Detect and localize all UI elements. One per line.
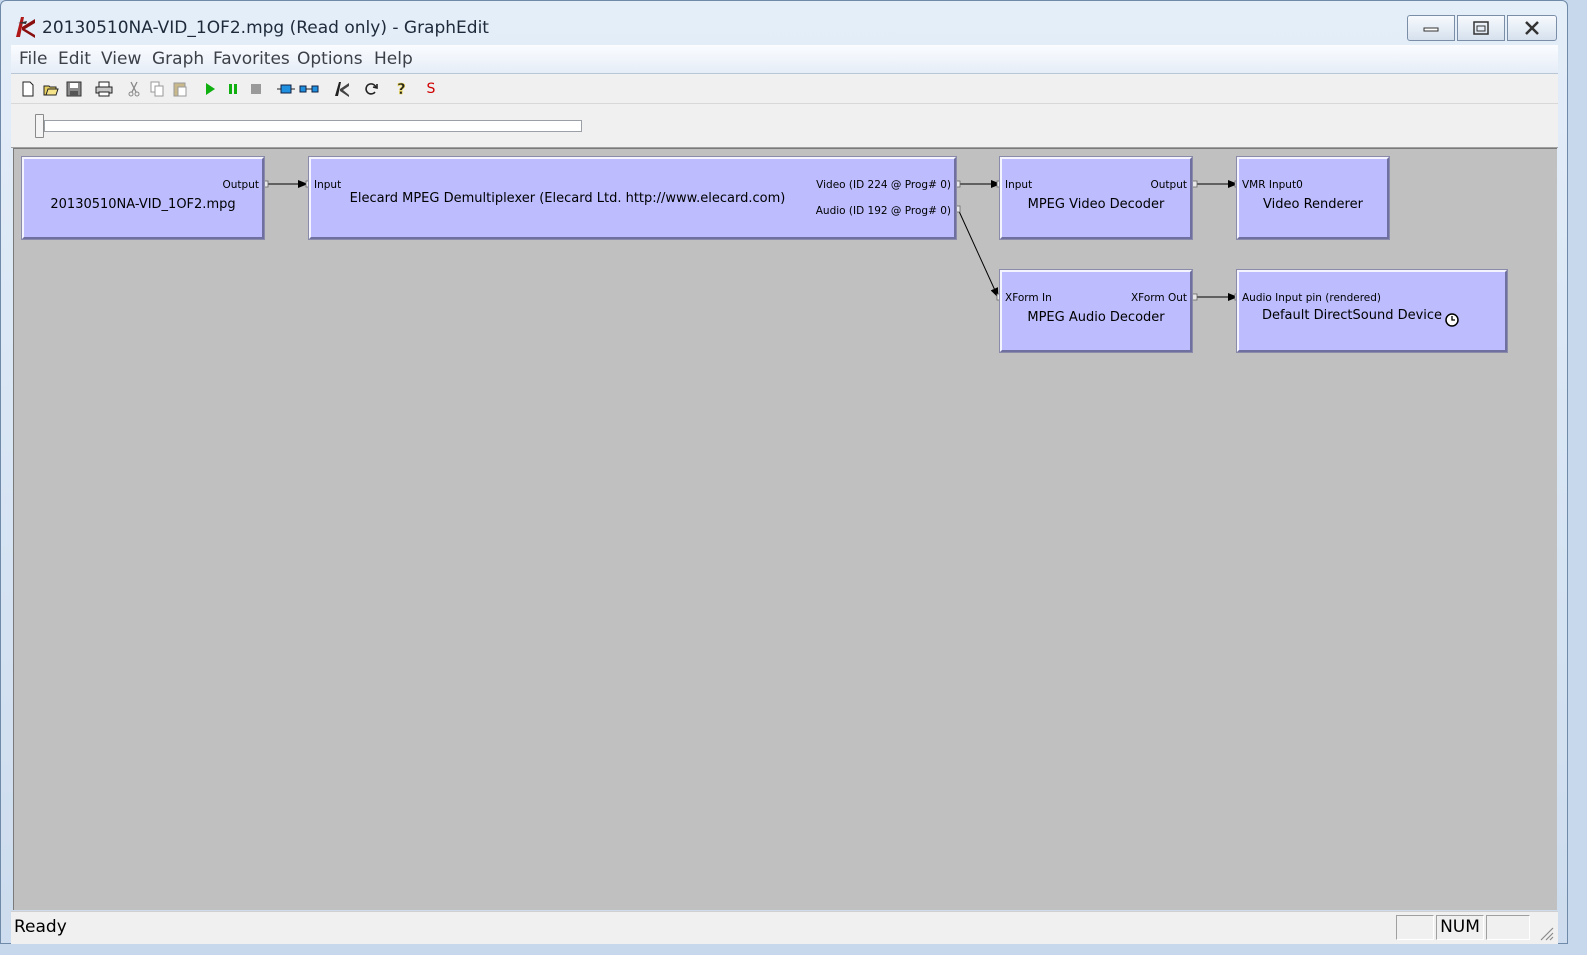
- minimize-icon: [1423, 27, 1439, 32]
- pin-video-decoder-output[interactable]: Output: [1150, 179, 1187, 191]
- render-icon: [335, 82, 349, 97]
- graphedit-app-icon[interactable]: [13, 15, 37, 39]
- status-text: Ready: [14, 917, 67, 937]
- print-icon: [95, 81, 113, 97]
- seek-area: [11, 104, 1558, 148]
- graph-canvas[interactable]: Output 20130510NA-VID_1OF2.mpg Input Vid…: [13, 148, 1557, 910]
- pin-video-decoder-input[interactable]: Input: [1005, 179, 1033, 191]
- refresh-icon: [365, 83, 378, 95]
- toolbar: ? S: [11, 74, 1558, 104]
- insert-filter-button[interactable]: [275, 78, 297, 100]
- graphedit-window: 20130510NA-VID_1OF2.mpg (Read only) - Gr…: [0, 0, 1568, 944]
- title-bar[interactable]: 20130510NA-VID_1OF2.mpg (Read only) - Gr…: [1, 1, 1567, 45]
- svg-text:?: ?: [397, 80, 406, 98]
- window-title: 20130510NA-VID_1OF2.mpg (Read only) - Gr…: [42, 18, 489, 38]
- minimize-button[interactable]: [1407, 15, 1455, 41]
- filter-mpeg-video-decoder[interactable]: Input Output MPEG Video Decoder: [999, 156, 1193, 240]
- maximize-icon: [1473, 21, 1489, 35]
- pin-demux-audio[interactable]: Audio (ID 192 @ Prog# 0): [815, 205, 951, 217]
- seek-slider-track[interactable]: [44, 120, 582, 132]
- insert-filter-icon: [277, 84, 295, 94]
- clock-icon: [1445, 313, 1459, 327]
- menu-options[interactable]: Options: [297, 49, 363, 69]
- copy-icon: [150, 81, 164, 97]
- save-button[interactable]: [63, 78, 85, 100]
- pin-directsound-input[interactable]: Audio Input pin (rendered): [1242, 292, 1382, 304]
- pin-audio-decoder-output[interactable]: XForm Out: [1130, 292, 1187, 304]
- connections-layer: [262, 180, 1241, 301]
- pin-source-output[interactable]: Output: [222, 179, 259, 191]
- maximize-button[interactable]: [1457, 15, 1505, 41]
- new-icon: [22, 81, 34, 97]
- close-button[interactable]: [1507, 15, 1557, 41]
- close-icon: [1525, 21, 1539, 35]
- paste-button[interactable]: [169, 78, 191, 100]
- pin-demux-video[interactable]: Video (ID 224 @ Prog# 0): [816, 179, 951, 191]
- cut-button[interactable]: [123, 78, 145, 100]
- resize-grip-icon[interactable]: [1538, 925, 1554, 941]
- connect-button[interactable]: [298, 78, 320, 100]
- pin-audio-decoder-input[interactable]: XForm In: [1005, 292, 1052, 304]
- filter-name: MPEG Audio Decoder: [1027, 310, 1165, 325]
- filter-mpeg-audio-decoder[interactable]: XForm In XForm Out MPEG Audio Decoder: [999, 269, 1193, 353]
- paste-icon: [173, 82, 187, 97]
- filter-directsound-device[interactable]: Audio Input pin (rendered) Default Direc…: [1236, 269, 1508, 353]
- print-button[interactable]: [93, 78, 115, 100]
- filter-name: Video Renderer: [1263, 197, 1363, 212]
- menu-graph[interactable]: Graph: [152, 49, 205, 69]
- filter-name: Elecard MPEG Demultiplexer (Elecard Ltd.…: [349, 191, 786, 206]
- seek-slider-thumb[interactable]: [35, 114, 44, 138]
- filter-source-file[interactable]: Output 20130510NA-VID_1OF2.mpg: [21, 156, 265, 240]
- open-button[interactable]: [40, 78, 62, 100]
- render-button[interactable]: [330, 78, 352, 100]
- refresh-button[interactable]: [360, 78, 382, 100]
- open-icon: [43, 85, 59, 96]
- copy-button[interactable]: [146, 78, 168, 100]
- menu-file[interactable]: File: [19, 49, 48, 69]
- seek-s-icon: S: [426, 81, 436, 97]
- play-icon: [206, 83, 215, 95]
- status-pane-num: NUM: [1436, 915, 1484, 940]
- filter-name: Default DirectSound Device: [1261, 308, 1443, 323]
- connect-icon: [299, 85, 319, 93]
- status-bar: Ready NUM: [11, 911, 1558, 944]
- new-button[interactable]: [17, 78, 39, 100]
- save-icon: [66, 81, 82, 97]
- menu-view[interactable]: View: [101, 49, 142, 69]
- stop-button[interactable]: [245, 78, 267, 100]
- filter-mpeg-demultiplexer[interactable]: Input Video (ID 224 @ Prog# 0) Audio (ID…: [308, 156, 957, 240]
- pause-button[interactable]: [222, 78, 244, 100]
- menu-help[interactable]: Help: [374, 49, 413, 69]
- stop-icon: [251, 84, 261, 94]
- pin-demux-input[interactable]: Input: [314, 179, 342, 191]
- status-pane-caps: [1396, 915, 1434, 940]
- connection-demux-audio-decoder[interactable]: [957, 208, 999, 298]
- menu-bar: File Edit View Graph Favorites Options H…: [11, 45, 1558, 74]
- seek-s-button[interactable]: S: [420, 78, 442, 100]
- help-icon: ?: [397, 80, 406, 98]
- cut-icon: [128, 81, 140, 97]
- help-button[interactable]: ?: [390, 78, 412, 100]
- play-button[interactable]: [199, 78, 221, 100]
- filter-video-renderer[interactable]: VMR Input0 Video Renderer: [1236, 156, 1390, 240]
- menu-favorites[interactable]: Favorites: [213, 49, 290, 69]
- menu-edit[interactable]: Edit: [58, 49, 91, 69]
- status-pane-scroll: [1486, 915, 1530, 940]
- filter-name: 20130510NA-VID_1OF2.mpg: [50, 197, 236, 212]
- filter-name: MPEG Video Decoder: [1027, 197, 1165, 212]
- pin-renderer-input[interactable]: VMR Input0: [1242, 179, 1303, 191]
- pause-icon: [229, 84, 237, 94]
